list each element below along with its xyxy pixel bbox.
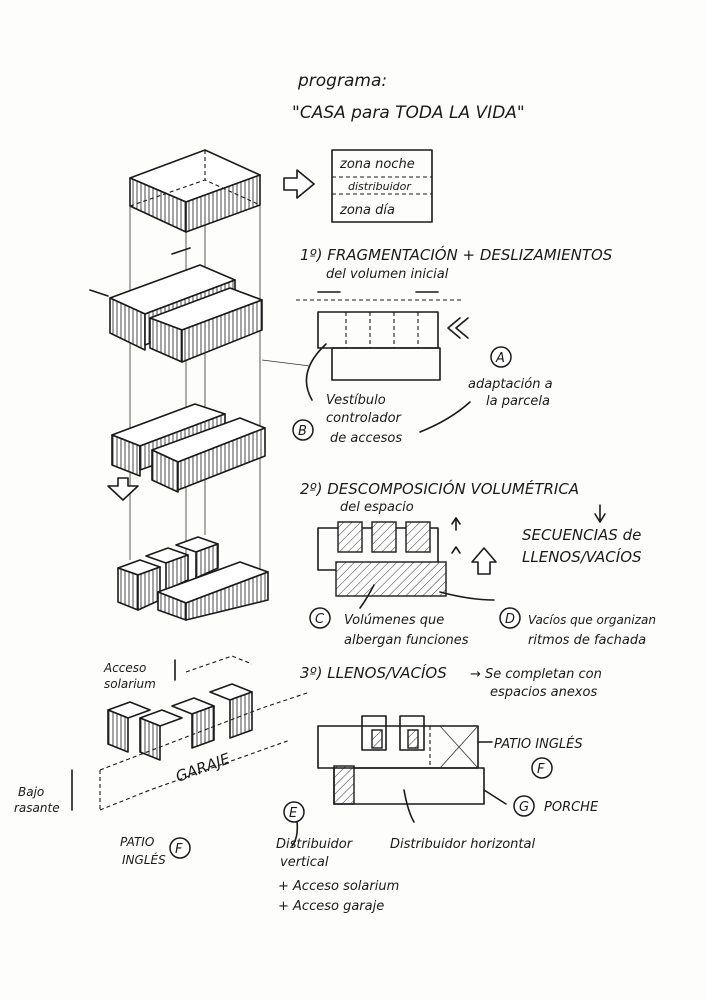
a-text-line1: adaptación a: [468, 377, 553, 392]
b-text-line2: controlador: [326, 411, 403, 426]
fragmented-volume: [89, 247, 263, 363]
a-text-line2: la parcela: [486, 394, 550, 409]
c-text-line2: albergan funciones: [344, 633, 469, 648]
step3-plan: [291, 715, 507, 847]
step1-title: 1º) FRAGMENTACIÓN + DESLIZAMIENTOS: [300, 245, 613, 264]
marker-c: [309, 607, 331, 629]
marker-g-label: G: [519, 800, 529, 815]
zone-distributor-label: distribuidor: [348, 180, 412, 193]
axon-bajo-2: rasante: [14, 801, 60, 815]
step3-title: 3º) LLENOS/VACÍOS: [300, 663, 447, 682]
patio-ingles-label: PATIO INGLÉS: [494, 736, 583, 752]
sliding-volumes: [107, 403, 266, 501]
step1-plan: [261, 291, 469, 401]
program-label: programa:: [297, 71, 387, 91]
axon-patio-2: INGLÉS: [122, 852, 166, 867]
program-title: "CASA para TODA LA VIDA": [292, 103, 525, 123]
decomposed-volumes: [117, 536, 269, 621]
zone-day-label: zona día: [339, 203, 395, 218]
acceso-garaje: + Acceso garaje: [278, 899, 384, 914]
step2-subtitle: del espacio: [340, 500, 414, 515]
step2-plan: [317, 517, 497, 609]
marker-f-label: F: [537, 762, 545, 777]
marker-e: [283, 801, 305, 823]
seq-line2: LLENOS/VACÍOS: [522, 547, 642, 566]
marker-e-label: E: [289, 806, 298, 821]
axon-marker-f: [169, 837, 191, 859]
porche-label: PORCHE: [544, 800, 599, 815]
marker-a: [490, 346, 512, 368]
zone-night-label: zona noche: [339, 157, 415, 172]
d-text-line1: Vacíos que organizan: [528, 613, 656, 627]
axon-acceso-2: solarium: [104, 677, 156, 691]
program-header: programa: "CASA para TODA LA VIDA": [292, 71, 525, 123]
marker-c-label: C: [315, 612, 325, 627]
marker-a-label: A: [495, 351, 505, 366]
big-arrow-right: [283, 169, 315, 199]
marker-g: [513, 795, 535, 817]
initial-volume: [129, 149, 261, 233]
d-text-line2: ritmos de fachada: [528, 633, 646, 648]
step3-arrow-text: → Se completan con: [470, 667, 602, 682]
seq-line1: SECUENCIAS de: [522, 526, 641, 544]
b-text-line3: de accesos: [330, 431, 402, 446]
axon-marker-f-label: F: [175, 842, 183, 857]
c-text-line1: Volúmenes que: [344, 613, 444, 628]
b-text-line1: Vestíbulo: [326, 393, 386, 408]
marker-b: [292, 419, 314, 441]
marker-b-label: B: [298, 424, 307, 439]
axon-acceso-1: Acceso: [103, 661, 146, 675]
acceso-solarium: + Acceso solarium: [278, 879, 399, 894]
axon-patio-1: PATIO: [120, 835, 154, 849]
marker-d-label: D: [505, 612, 515, 627]
dist-vertical-2: vertical: [280, 855, 329, 870]
step1-subtitle: del volumen inicial: [326, 267, 449, 282]
axon-garaje: GARAJE: [173, 749, 233, 785]
marker-d: [499, 607, 521, 629]
step3-line2: espacios anexos: [490, 685, 597, 700]
dist-vertical-1: Distribuidor: [276, 837, 354, 852]
step2-title: 2º) DESCOMPOSICIÓN VOLUMÉTRICA: [300, 479, 579, 498]
zone-diagram: zona noche distribuidor zona día: [331, 149, 433, 223]
marker-f: [531, 757, 553, 779]
final-axonometric: [71, 655, 311, 811]
axon-bajo-1: Bajo: [18, 785, 44, 799]
a-pointer: [419, 401, 471, 433]
dist-horizontal: Distribuidor horizontal: [390, 837, 535, 852]
